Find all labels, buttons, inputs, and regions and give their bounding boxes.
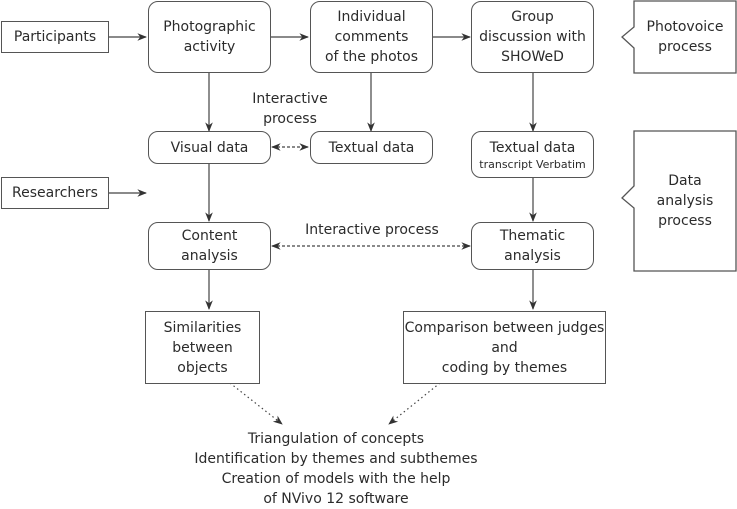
transcript-verbatim-label: transcript Verbatim (479, 157, 586, 171)
final-output-line: Triangulation of concepts (247, 431, 425, 447)
participants-box: Participants (1, 21, 109, 53)
final-output-line: Identification by themes and subthemes (194, 451, 478, 467)
researchers-label: Researchers (12, 185, 98, 201)
data-analysis-process-callout: Data analysis process (634, 131, 736, 271)
similarities-line: objects (177, 359, 228, 376)
comparison-line: and (491, 339, 518, 356)
content-analysis-line: analysis (181, 248, 238, 264)
group-discussion-line: SHOWeD (501, 49, 564, 65)
individual-comments-line: Individual (337, 9, 406, 25)
textual-data-label: Textual data (328, 139, 415, 156)
interactive-label-line: process (263, 111, 317, 127)
textual-data-verbatim-box: Textual data transcript Verbatim (471, 131, 594, 178)
group-discussion-line: discussion with (479, 29, 586, 45)
visual-data-box: Visual data (148, 131, 271, 164)
individual-comments-box: Individual comments of the photos (310, 1, 433, 73)
final-output-line: of NVivo 12 software (263, 491, 409, 507)
photographic-activity-box: Photographic activity (148, 1, 271, 73)
photovoice-process-callout: Photovoice process (634, 1, 736, 73)
photographic-activity-line: Photographic (163, 19, 256, 35)
individual-comments-line: of the photos (324, 49, 419, 65)
interactive-label-line: Interactive process (305, 222, 439, 238)
similarities-line: between (172, 339, 233, 356)
data-analysis-callout-shape (621, 130, 737, 272)
data-analysis-process-line: process (658, 213, 712, 229)
final-output-line: Creation of models with the help (221, 471, 451, 487)
comparison-line: Comparison between judges (404, 319, 605, 336)
comparison-box: Comparison between judges and coding by … (403, 311, 606, 384)
participants-label: Participants (13, 29, 97, 45)
photovoice-process-line: process (658, 39, 712, 55)
textual-data-box: Textual data (310, 131, 433, 164)
content-analysis-box: Content analysis (148, 222, 271, 270)
interactive-process-label-top: Interactive process (230, 89, 350, 129)
researchers-box: Researchers (1, 177, 109, 209)
visual-data-label: Visual data (170, 139, 249, 156)
interactive-process-label-middle: Interactive process (272, 220, 472, 240)
thematic-analysis-line: Thematic (499, 228, 566, 244)
photovoice-process-callout-shape (621, 0, 737, 74)
individual-comments-line: comments (334, 29, 409, 45)
similarities-box: Similarities between objects (145, 311, 260, 384)
interactive-label-line: Interactive (252, 91, 328, 107)
data-analysis-process-line: Data (668, 173, 702, 189)
group-discussion-box: Group discussion with SHOWeD (471, 1, 594, 73)
content-analysis-line: Content (181, 228, 238, 244)
data-analysis-process-line: analysis (656, 193, 714, 209)
photographic-activity-line: activity (183, 39, 236, 55)
similarities-line: Similarities (163, 319, 242, 336)
edge-similarities-to-final (229, 382, 283, 425)
final-output-text: Triangulation of concepts Identification… (186, 429, 486, 509)
comparison-line: coding by themes (441, 359, 568, 376)
edge-comparison-to-final (388, 382, 441, 425)
thematic-analysis-line: analysis (504, 248, 561, 264)
thematic-analysis-box: Thematic analysis (471, 222, 594, 270)
group-discussion-line: Group (511, 9, 554, 25)
photovoice-process-line: Photovoice (646, 19, 724, 35)
textual-data-verbatim-label: Textual data (489, 139, 576, 156)
